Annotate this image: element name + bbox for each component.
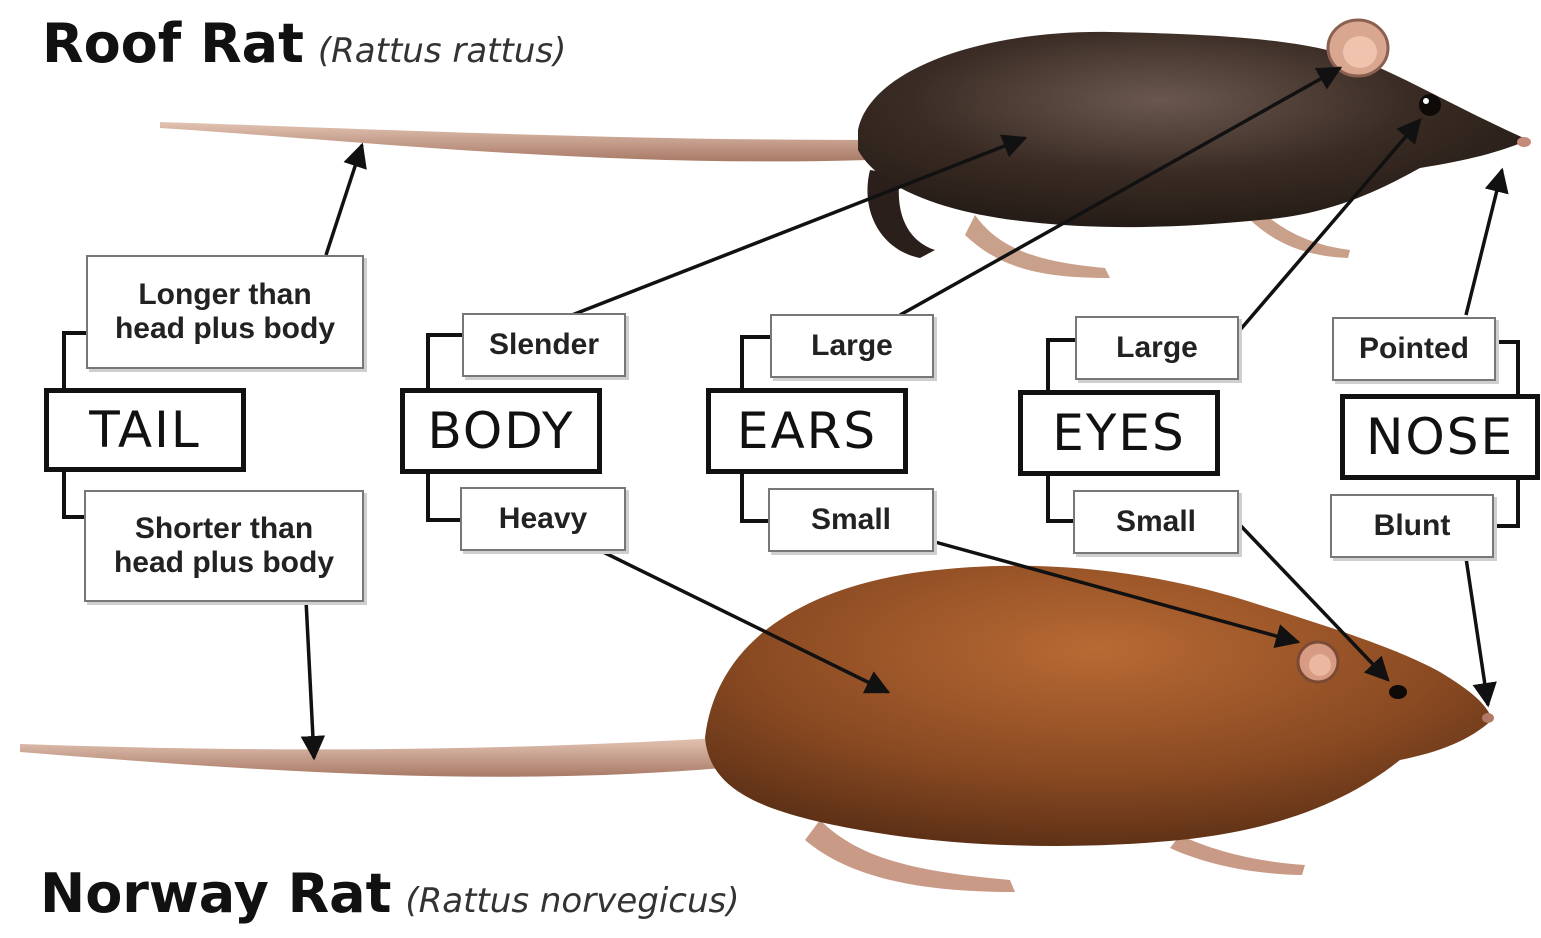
roof-rat-eye (1419, 94, 1441, 116)
norway-rat-ears-trait: Small (768, 488, 934, 552)
roof-rat-ears-trait: Large (770, 314, 934, 378)
arrow-roof-body (572, 138, 1025, 315)
roof-rat-body (858, 32, 1528, 227)
arrow-norway-tail (306, 600, 314, 758)
norway-rat-title: Norway Rat (Rattus norvegicus) (40, 862, 740, 925)
norway-rat-tail (20, 738, 722, 777)
norway-rat-front-foot (1170, 835, 1305, 875)
norway-rat-ear-inner (1309, 654, 1331, 676)
roof-rat-body-trait: Slender (462, 313, 626, 377)
roof-rat-eyes-trait: Large (1075, 316, 1239, 380)
arrow-norway-nose (1466, 558, 1488, 705)
norway-rat-nose (1482, 713, 1494, 723)
tail-category-label: TAIL (44, 388, 246, 472)
body-category-label: BODY (400, 388, 602, 474)
norway-rat-scientific-name: (Rattus norvegicus) (405, 881, 739, 921)
norway-rat-body-trait: Heavy (460, 487, 626, 551)
roof-rat-nose (1517, 137, 1531, 147)
roof-rat-ear-inner (1343, 36, 1377, 68)
norway-rat-eyes-trait: Small (1073, 490, 1239, 554)
ears-category-label: EARS (706, 388, 908, 474)
norway-rat-common-name: Norway Rat (40, 862, 391, 925)
roof-rat-eye-highlight (1423, 98, 1429, 104)
norway-rat-illustration (20, 566, 1494, 892)
roof-rat-tail-trait: Longer than head plus body (86, 255, 364, 369)
norway-rat-body (705, 566, 1492, 846)
roof-rat-tail (160, 122, 868, 161)
arrow-roof-nose (1466, 170, 1502, 315)
roof-rat-common-name: Roof Rat (42, 12, 304, 75)
roof-rat-title: Roof Rat (Rattus rattus) (42, 12, 566, 75)
nose-category-label: NOSE (1340, 394, 1540, 480)
roof-rat-nose-trait: Pointed (1332, 317, 1496, 381)
norway-rat-nose-trait: Blunt (1330, 494, 1494, 558)
norway-rat-eye (1389, 685, 1407, 699)
arrow-roof-tail (326, 145, 362, 255)
roof-rat-scientific-name: (Rattus rattus) (318, 31, 566, 71)
eyes-category-label: EYES (1018, 390, 1220, 476)
norway-rat-tail-trait: Shorter than head plus body (84, 490, 364, 602)
